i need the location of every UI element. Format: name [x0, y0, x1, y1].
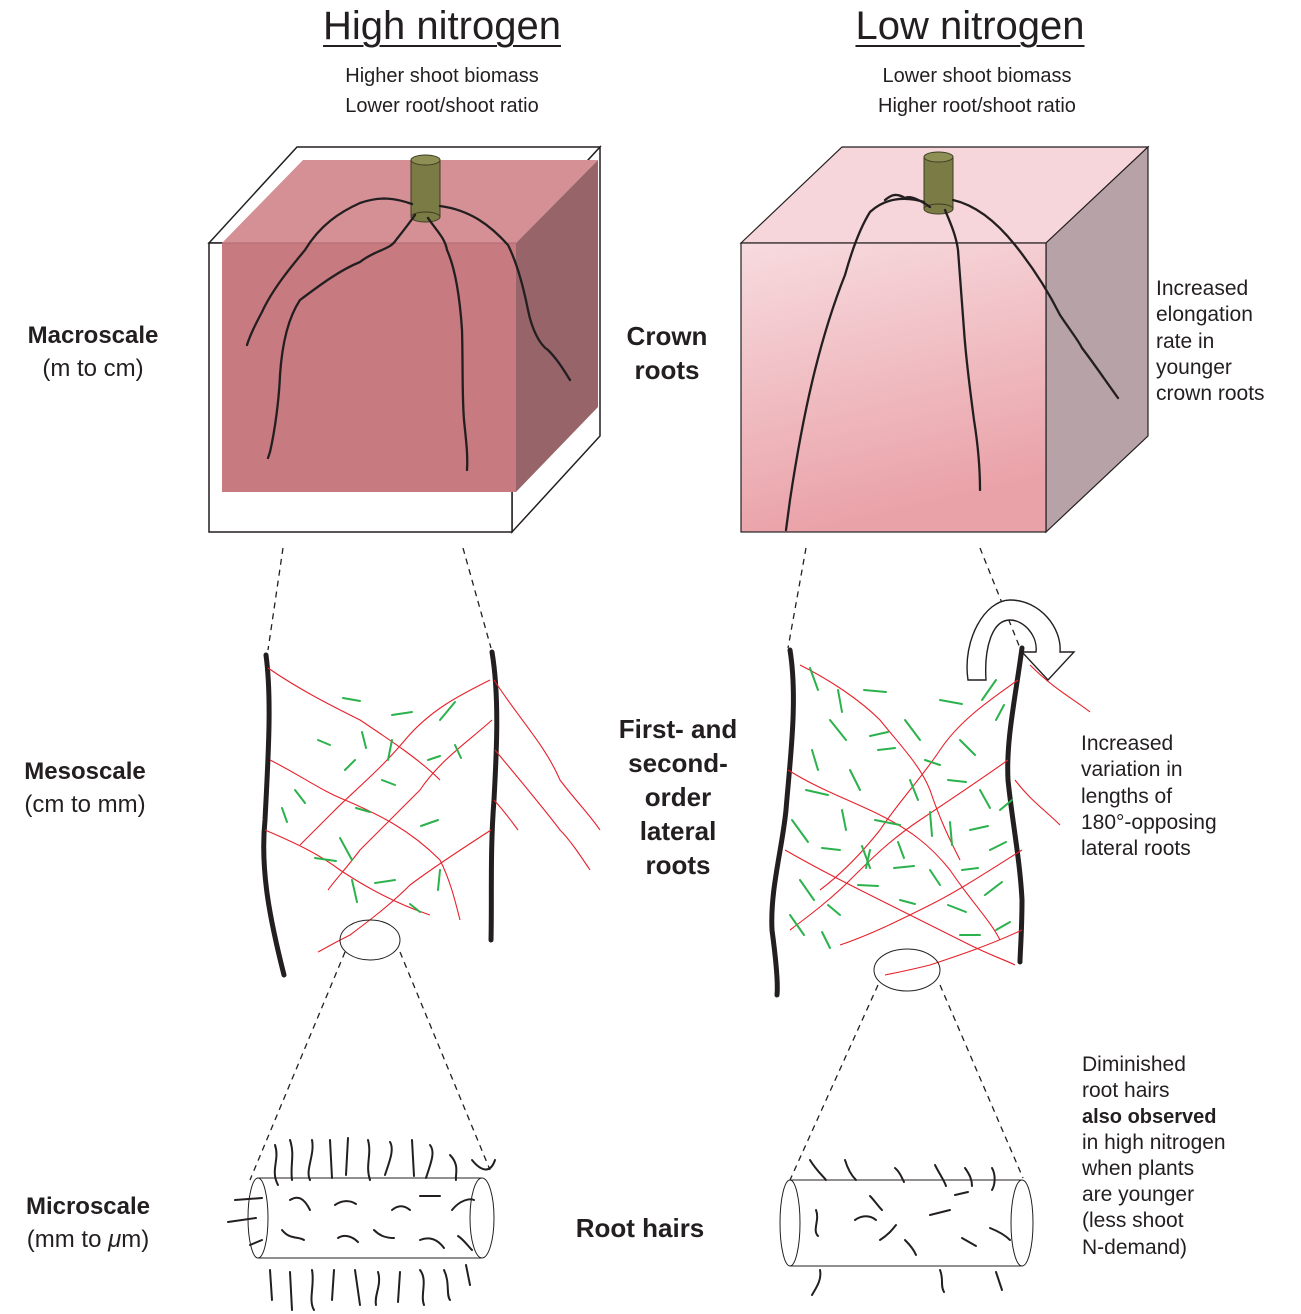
low-nitrogen-title: Low nitrogen — [800, 2, 1140, 50]
microscale-range: (mm to μm) — [0, 1226, 188, 1255]
hairs-note-line: root hairs — [1082, 1078, 1226, 1104]
crown-note-line: elongation — [1156, 302, 1265, 328]
micro-symbol: μ — [108, 1226, 121, 1253]
macroscale-label: Macroscale — [0, 322, 193, 351]
lateral-note-line: Increased — [1081, 731, 1217, 757]
crown-roots-line-1: Crown — [612, 320, 722, 354]
low-soil-front — [741, 243, 1046, 532]
hairs-note-line: when plants — [1082, 1156, 1226, 1182]
lateral-roots-line-1: First- and — [598, 712, 758, 746]
low-nitrogen-lateral-roots — [772, 600, 1090, 995]
crown-roots-line-2: roots — [612, 354, 722, 388]
lateral-roots-line-3: order — [598, 780, 758, 814]
lateral-note-line: lengths of — [1081, 784, 1217, 810]
hairs-note-line: are younger — [1082, 1182, 1226, 1208]
hairs-note-line: (less shoot — [1082, 1208, 1226, 1234]
lateral-roots-line-5: roots — [598, 848, 758, 882]
mesoscale-label: Mesoscale — [0, 758, 185, 787]
high-soil-front — [222, 243, 516, 492]
lateral-note-line: lateral roots — [1081, 836, 1217, 862]
high-plant-stem — [411, 160, 440, 217]
low-plant-stem — [924, 157, 953, 209]
crown-note-line: rate in — [1156, 329, 1265, 355]
hairs-note-line: N-demand) — [1082, 1235, 1226, 1261]
hairs-note-line: in high nitrogen — [1082, 1130, 1226, 1156]
lateral-roots-line-2: second- — [598, 746, 758, 780]
low-nitrogen-soil-cube — [741, 147, 1148, 532]
root-hairs-label: Root hairs — [560, 1212, 720, 1246]
microscale-range-suffix: m) — [121, 1226, 149, 1253]
crown-roots-label: Crown roots — [612, 320, 722, 388]
low-nitrogen-subtitle-2: Higher root/shoot ratio — [827, 94, 1127, 118]
microscale-label: Microscale — [0, 1193, 188, 1222]
high-nitrogen-lateral-roots — [264, 652, 600, 975]
hairs-note-line: Diminished — [1082, 1052, 1226, 1078]
high-nitrogen-soil-cube — [209, 147, 600, 532]
high-nitrogen-subtitle-2: Lower root/shoot ratio — [292, 94, 592, 118]
lateral-note-line: variation in — [1081, 757, 1217, 783]
high-nitrogen-root-hairs — [228, 1138, 495, 1310]
macroscale-range: (m to cm) — [0, 355, 193, 384]
microscale-range-prefix: (mm to — [27, 1226, 108, 1253]
lateral-note-line: 180°-opposing — [1081, 810, 1217, 836]
micro-zoom-lines — [250, 952, 1023, 1180]
crown-note-line: Increased — [1156, 276, 1265, 302]
mesoscale-range: (cm to mm) — [0, 791, 185, 820]
crown-note-line: younger — [1156, 355, 1265, 381]
lateral-roots-note: Increased variation in lengths of 180°-o… — [1081, 731, 1217, 862]
root-hairs-note: Diminished root hairs also observed in h… — [1082, 1052, 1226, 1261]
low-nitrogen-subtitle-1: Lower shoot biomass — [827, 64, 1127, 88]
meso-zoom-lines — [268, 548, 1020, 650]
low-nitrogen-root-hairs — [780, 1160, 1033, 1295]
lateral-roots-line-4: lateral — [598, 814, 758, 848]
crown-roots-note: Increased elongation rate in younger cro… — [1156, 276, 1265, 407]
high-nitrogen-title: High nitrogen — [272, 2, 612, 50]
high-nitrogen-subtitle-1: Higher shoot biomass — [292, 64, 592, 88]
lateral-roots-label: First- and second- order lateral roots — [598, 712, 758, 882]
hairs-note-line-emphasis: also observed — [1082, 1105, 1226, 1130]
crown-note-line: crown roots — [1156, 381, 1265, 407]
